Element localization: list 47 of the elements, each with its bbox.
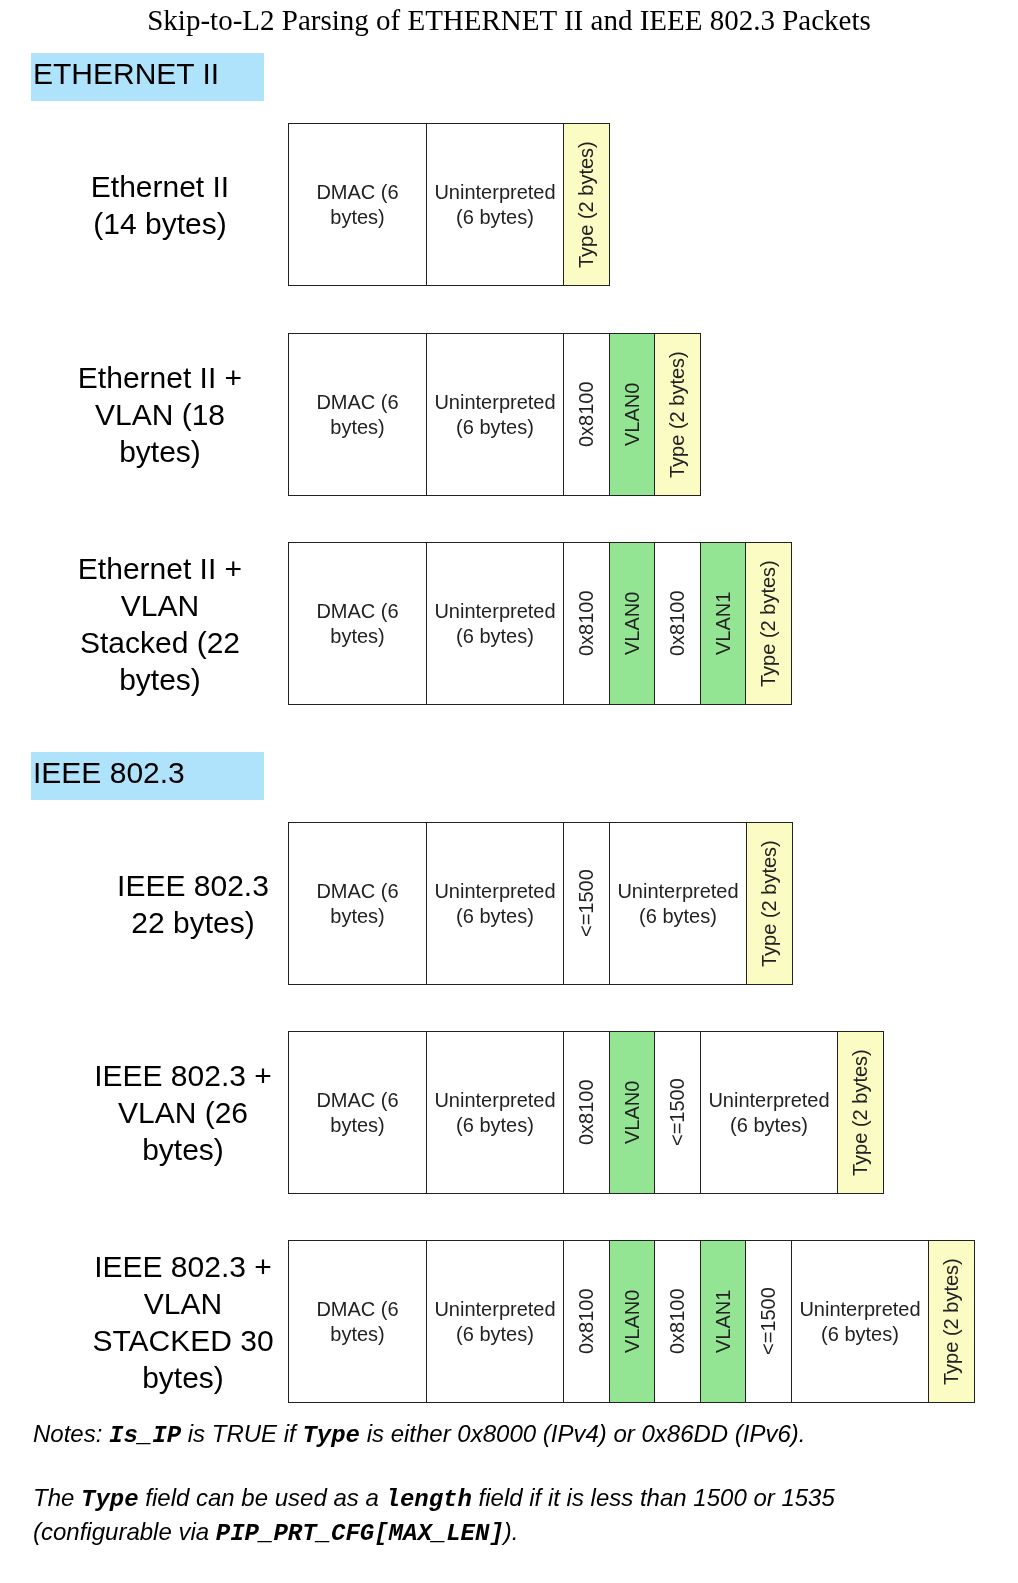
packet-field: VLAN0 (608, 333, 656, 496)
note-text: Notes: Is_IP is TRUE if Type is either 0x8000 (IPv4) or 0x86DD (IPv6). (33, 1419, 807, 1451)
packet-field: VLAN0 (608, 542, 656, 705)
packet-field: 0x8100 (654, 542, 701, 705)
packet-field: Uninterpreted (6 bytes) (790, 1240, 930, 1403)
packet-field: Uninterpreted (6 bytes) (425, 542, 565, 705)
packet-field: DMAC (6 bytes) (288, 333, 427, 496)
packet-field: VLAN0 (608, 1031, 656, 1194)
packet-field: <=1500 (745, 1240, 792, 1403)
packet-field: 0x8100 (563, 1031, 610, 1194)
packet-field: Type (2 bytes) (746, 822, 793, 985)
packet-field: Type (2 bytes) (563, 123, 610, 286)
packet-field: 0x8100 (563, 542, 610, 705)
note-text: The Type field can be used as a length field if it is less than 1500 or 1535 (configurable via PIP_PRT_CFG[MAX_LEN]). (33, 1483, 836, 1549)
packet-field: Uninterpreted (6 bytes) (425, 822, 565, 985)
packet-field: <=1500 (654, 1031, 701, 1194)
section-heading: ETHERNET II (31, 53, 264, 101)
packet-field: Uninterpreted (6 bytes) (425, 123, 565, 286)
row-label: IEEE 802.3 22 bytes) (116, 867, 270, 941)
packet-field: Uninterpreted (6 bytes) (699, 1031, 839, 1194)
packet-field: DMAC (6 bytes) (288, 542, 427, 705)
packet-field: Uninterpreted (6 bytes) (425, 1240, 565, 1403)
row-label: IEEE 802.3 + VLAN STACKED 30 bytes) (91, 1248, 275, 1396)
packet-field: VLAN1 (699, 542, 747, 705)
packet-field: DMAC (6 bytes) (288, 1240, 427, 1403)
packet-field: DMAC (6 bytes) (288, 123, 427, 286)
packet-field: 0x8100 (563, 1240, 610, 1403)
packet-field: VLAN0 (608, 1240, 656, 1403)
row-label: Ethernet II (14 bytes) (89, 168, 231, 242)
packet-field: 0x8100 (654, 1240, 701, 1403)
row-label: Ethernet II + VLAN (18 bytes) (76, 360, 244, 470)
packet-field: 0x8100 (563, 333, 610, 496)
packet-field: DMAC (6 bytes) (288, 1031, 427, 1194)
packet-field: Uninterpreted (6 bytes) (425, 1031, 565, 1194)
row-label: Ethernet II + VLAN Stacked (22 bytes) (76, 550, 244, 698)
packet-field: VLAN1 (699, 1240, 747, 1403)
packet-field: Uninterpreted (6 bytes) (425, 333, 565, 496)
packet-field: Type (2 bytes) (654, 333, 701, 496)
packet-field: Type (2 bytes) (837, 1031, 884, 1194)
packet-field: Type (2 bytes) (928, 1240, 975, 1403)
section-heading: IEEE 802.3 (31, 752, 264, 800)
packet-field: DMAC (6 bytes) (288, 822, 427, 985)
packet-field: Uninterpreted (6 bytes) (608, 822, 748, 985)
packet-field: Type (2 bytes) (745, 542, 792, 705)
packet-field: <=1500 (563, 822, 610, 985)
diagram-title: Skip-to-L2 Parsing of ETHERNET II and IEEE 802.3 Packets (146, 4, 872, 37)
row-label: IEEE 802.3 + VLAN (26 bytes) (93, 1058, 273, 1168)
